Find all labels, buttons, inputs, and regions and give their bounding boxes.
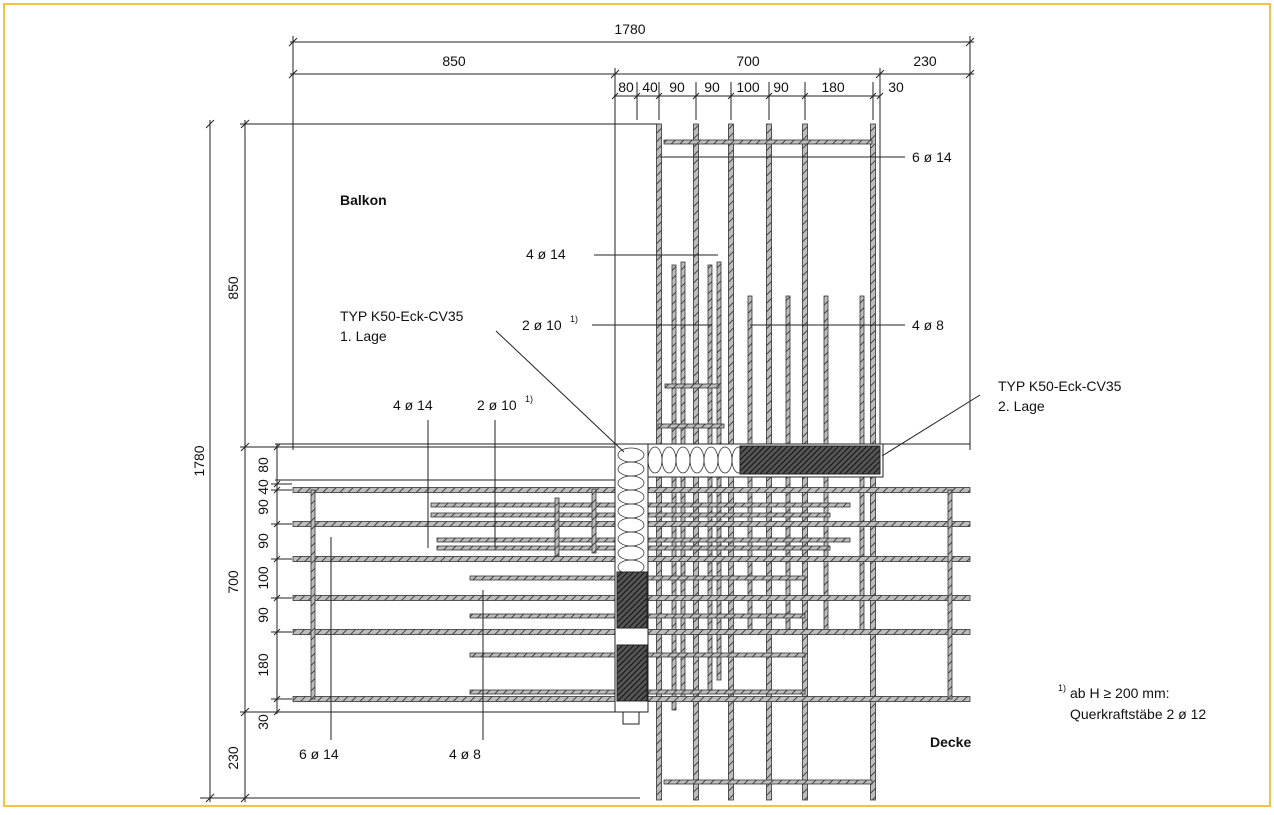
stirrup-bar [947,489,953,700]
footnote-mark: 1) [1058,683,1066,693]
leader-lines [330,156,981,740]
dim-left-detail-label: 80 [255,457,271,473]
dim-tick [273,695,281,703]
label-typ1-line2: 1. Lage [340,328,387,344]
label-decke: Decke [930,734,971,750]
label-4d14-lower: 4 ø 14 [393,397,433,413]
dim-tick [655,92,663,100]
dim-tick [240,793,250,803]
dim-left-detail-label: 40 [255,479,271,495]
label-4d8-bottom: 4 ø 8 [449,746,481,762]
dim-tick [273,555,281,563]
dim-tick [240,707,250,717]
dim-left-detail-label: 90 [255,533,271,549]
footnote-line1: ab H ≥ 200 mm: [1070,685,1170,701]
footnote-mark-upper: 1) [570,314,578,324]
dim-tick [205,793,215,803]
dim-left-total: 1780 [191,445,207,476]
balkon-slab-outline [292,123,616,448]
dim-tick [288,37,298,47]
dim-tick [965,69,975,79]
dim-tick [273,480,281,488]
dim-tick [801,92,809,100]
label-4d8-right: 4 ø 8 [912,317,944,333]
label-2d10-lower: 2 ø 10 [477,397,517,413]
dim-top-detail-label: 90 [773,79,789,95]
compression-module [616,644,648,702]
dim-tick [765,92,773,100]
dim-tick [633,92,641,100]
top-dimension-ticks [288,37,975,79]
left-dimensions [200,120,660,802]
dim-tick [727,92,735,100]
dim-left-detail-label: 180 [255,653,271,677]
dim-left-850: 850 [225,276,241,300]
label-typ2-line1: TYP K50-Eck-CV35 [998,378,1122,394]
dim-top-total: 1780 [614,21,645,37]
dim-tick [288,69,298,79]
dim-tick [965,37,975,47]
dim-left-detail-label: 100 [255,566,271,590]
dim-tick [869,92,877,100]
stirrup-bar [663,139,873,145]
compression-module [739,445,881,475]
dim-tick [610,69,620,79]
dim-top-detail-label: 90 [669,79,685,95]
dim-top-detail-label: 100 [736,79,760,95]
dim-tick [273,708,281,716]
dim-top-230: 230 [913,53,937,69]
label-6d14-bottom: 6 ø 14 [299,746,339,762]
top-detail-dims: 80 40 90 90 100 90 180 30 [611,79,904,120]
dim-left-detail-label: 90 [255,499,271,515]
dim-left-detail-label: 30 [255,714,271,730]
dim-top-detail-label: 40 [642,79,658,95]
label-balkon: Balkon [340,192,387,208]
dim-top-detail-label: 90 [704,79,720,95]
insulation-end-cap [622,711,640,725]
insulation-body-vertical [614,443,649,725]
cross-bar [664,383,720,389]
dim-tick [876,92,884,100]
dim-tick [240,442,250,452]
dim-top-850: 850 [442,53,466,69]
dim-tick [875,69,885,79]
cross-bar [554,497,560,557]
label-4d14-upper: 4 ø 14 [526,246,566,262]
dim-tick [205,119,215,129]
dim-left-detail-label: 90 [255,607,271,623]
compression-module [616,571,648,629]
label-2d10-upper: 2 ø 10 [522,317,562,333]
insulation-body-horizontal [614,443,884,478]
dim-tick [273,486,281,494]
dim-tick [273,443,281,451]
footnote-mark-lower: 1) [525,394,533,404]
dim-tick [273,594,281,602]
dim-top-detail-label: 180 [821,79,845,95]
dim-tick [273,520,281,528]
label-typ1-line1: TYP K50-Eck-CV35 [340,308,464,324]
cross-bar [657,423,725,429]
dim-top-700: 700 [736,53,760,69]
label-typ2-line2: 2. Lage [998,398,1045,414]
dim-left-700: 700 [225,570,241,594]
label-6d14-top: 6 ø 14 [912,149,952,165]
drawing-border [3,3,1271,807]
stirrup-bar [663,779,873,785]
dim-tick [273,628,281,636]
stirrup-bar [310,489,316,700]
dim-tick [240,119,250,129]
footnote-line2: Querkraftstäbe 2 ø 12 [1070,706,1206,722]
left-detail-dims: 80 40 90 90 100 90 180 30 [205,119,292,803]
dim-tick [692,92,700,100]
cross-bar [591,488,597,554]
dim-tick [611,92,619,100]
dim-top-detail-label: 80 [618,79,634,95]
dim-top-detail-label: 30 [888,79,904,95]
dim-left-230: 230 [225,746,241,770]
